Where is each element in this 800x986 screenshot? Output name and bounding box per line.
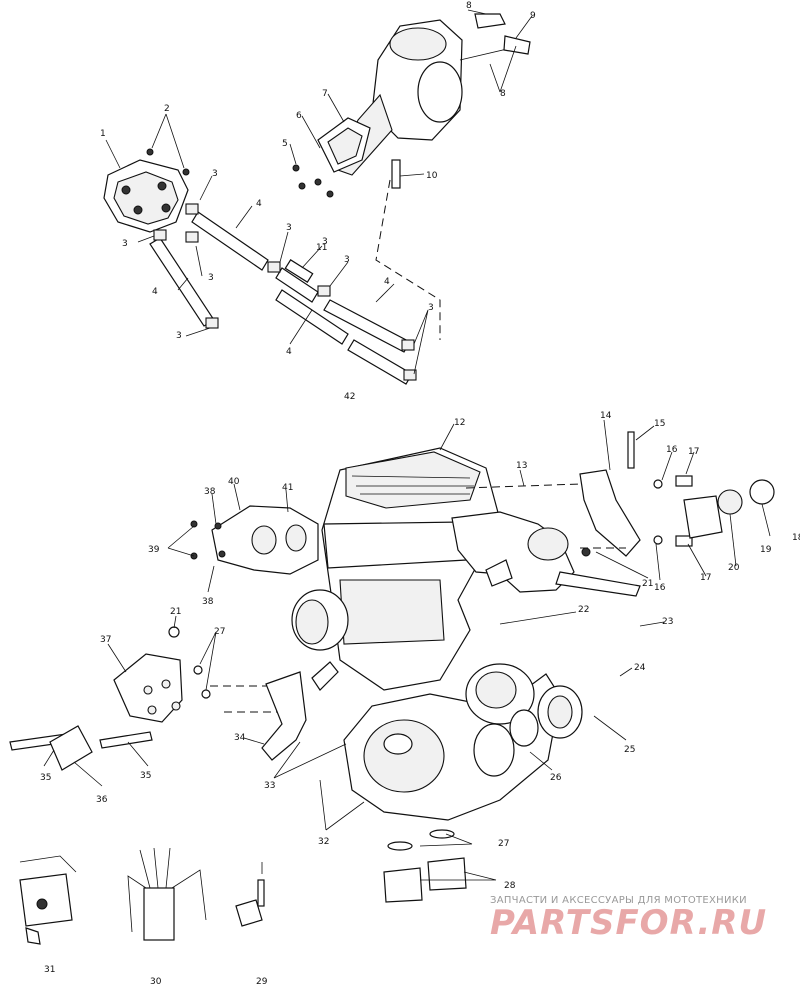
exhaust-flange bbox=[190, 505, 319, 575]
callout: 2 bbox=[164, 104, 170, 114]
callout: 20 bbox=[728, 563, 740, 573]
callout: 34 bbox=[234, 733, 246, 743]
callout: 4 bbox=[286, 347, 292, 357]
callout: 11 bbox=[316, 243, 327, 253]
callout: 19 bbox=[760, 545, 772, 555]
callout: 16 bbox=[666, 445, 678, 455]
callout: 17 bbox=[700, 573, 711, 583]
callout: 10 bbox=[426, 171, 438, 181]
callout: 22 bbox=[578, 605, 589, 615]
callout: 4 bbox=[384, 277, 390, 287]
callout: 17 bbox=[688, 447, 699, 457]
oil-filter bbox=[291, 589, 349, 651]
callout: 31 bbox=[44, 965, 55, 975]
callout: 41 bbox=[282, 483, 293, 493]
relay-29 bbox=[235, 879, 265, 927]
callout: 14 bbox=[600, 411, 612, 421]
right-mount-bracket bbox=[579, 431, 775, 557]
callout: 21 bbox=[642, 579, 653, 589]
callout: 3 bbox=[322, 237, 328, 247]
callout: 5 bbox=[282, 139, 288, 149]
callout: 4 bbox=[152, 287, 158, 297]
callout: 26 bbox=[550, 773, 562, 783]
callout: 32 bbox=[318, 837, 329, 847]
watermark: ЗАПЧАСТИ И АКСЕССУАРЫ ДЛЯ МОТОТЕХНИКИ PA… bbox=[490, 895, 767, 943]
callout: 35 bbox=[40, 773, 51, 783]
callout: 6 bbox=[296, 111, 302, 121]
callout: 28 bbox=[504, 881, 516, 891]
callout: 42 bbox=[344, 392, 355, 402]
callout: 3 bbox=[344, 255, 350, 265]
callout: 1 bbox=[100, 129, 106, 139]
callout: 7 bbox=[322, 89, 328, 99]
callout: 8 bbox=[466, 1, 472, 11]
fuel-hoses bbox=[149, 203, 417, 385]
voltage-regulator-31 bbox=[19, 855, 77, 945]
callout: 16 bbox=[654, 583, 666, 593]
callout: 3 bbox=[208, 273, 214, 283]
callout: 3 bbox=[428, 303, 434, 313]
callout: 3 bbox=[122, 239, 128, 249]
intake-gasket bbox=[292, 117, 371, 198]
callout: 12 bbox=[454, 418, 465, 428]
callout: 29 bbox=[256, 977, 268, 986]
carburetor-main bbox=[451, 511, 641, 597]
callout: 38 bbox=[202, 597, 214, 607]
side-bracket-33 bbox=[261, 661, 339, 761]
callout: 39 bbox=[148, 545, 160, 555]
crankcase-cover bbox=[343, 663, 583, 821]
watermark-brand: PARTSFOR.RU bbox=[490, 903, 767, 943]
callout: 40 bbox=[228, 477, 240, 487]
callout: 21 bbox=[170, 607, 181, 617]
callout: 27 bbox=[498, 839, 509, 849]
callout: 13 bbox=[516, 461, 527, 471]
callout-labels: 1 2 3 3 3 3 3 3 3 3 4 4 4 4 5 6 7 8 8 9 … bbox=[40, 1, 800, 986]
callout: 8 bbox=[500, 89, 506, 99]
callout: 24 bbox=[634, 663, 646, 673]
callout: 4 bbox=[256, 199, 262, 209]
carburetor-top bbox=[337, 13, 531, 189]
cdi-unit-30 bbox=[127, 847, 207, 941]
bottom-mounts bbox=[383, 829, 467, 903]
callout: 38 bbox=[204, 487, 216, 497]
callout: 37 bbox=[100, 635, 111, 645]
callout: 23 bbox=[662, 617, 673, 627]
callout: 35 bbox=[140, 771, 151, 781]
callout: 30 bbox=[150, 977, 162, 986]
callout: 15 bbox=[654, 419, 665, 429]
callout: 9 bbox=[530, 11, 536, 21]
watermark-tagline: ЗАПЧАСТИ И АКСЕССУАРЫ ДЛЯ МОТОТЕХНИКИ bbox=[490, 895, 747, 906]
callout: 3 bbox=[286, 223, 292, 233]
callout: 18 bbox=[792, 533, 800, 543]
callout: 27 bbox=[214, 627, 225, 637]
callout: 36 bbox=[96, 795, 108, 805]
callout: 3 bbox=[212, 169, 218, 179]
callout: 33 bbox=[264, 781, 275, 791]
callout: 25 bbox=[624, 745, 635, 755]
fuel-pump bbox=[103, 148, 190, 233]
left-mount-bracket bbox=[9, 626, 211, 771]
callout: 3 bbox=[176, 331, 182, 341]
